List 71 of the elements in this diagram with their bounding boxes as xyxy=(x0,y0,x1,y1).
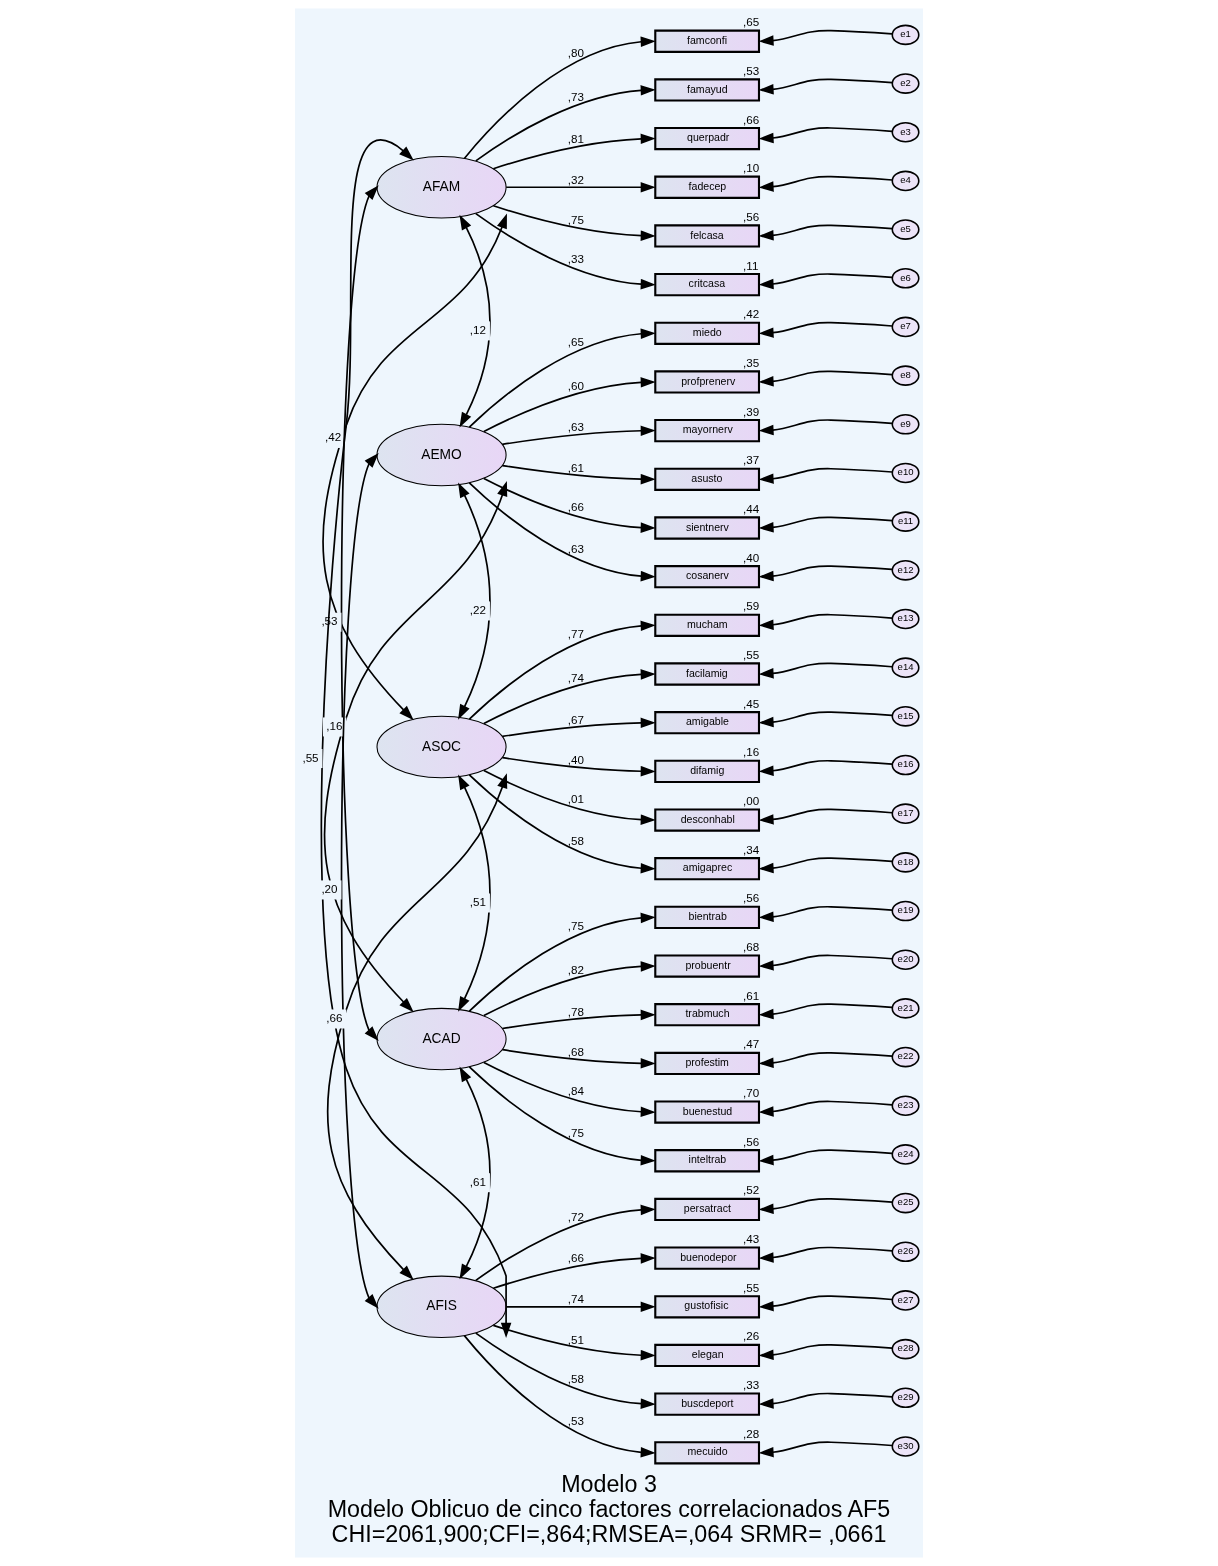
edge-label: ,53 xyxy=(567,1414,585,1428)
edge-label: ,73 xyxy=(567,90,585,104)
node-label: ,44 xyxy=(743,501,760,515)
node-label: ,59 xyxy=(743,599,760,613)
node-label: ,10 xyxy=(743,161,760,175)
edge-label: ,12 xyxy=(469,322,487,336)
node-label: ,65 xyxy=(743,15,760,29)
edge-label: ,20 xyxy=(321,881,338,895)
node-label: ,56 xyxy=(743,1134,760,1148)
edge-label: ,75 xyxy=(567,918,585,932)
edge-label: ,63 xyxy=(567,420,585,434)
edge-label: ,40 xyxy=(567,752,585,766)
node-label: ,47 xyxy=(743,1037,760,1051)
edge-label: ,16 xyxy=(326,718,343,732)
edge-label: ,61 xyxy=(469,1174,487,1188)
node-label: ,61 xyxy=(743,988,760,1002)
edge-label: ,01 xyxy=(567,791,585,805)
edge-label: ,75 xyxy=(567,213,585,227)
node-label: ,56 xyxy=(743,891,760,905)
edge-label: ,72 xyxy=(567,1209,585,1223)
node-label: ,66 xyxy=(743,112,760,126)
caption: Modelo Oblicuo de cinco factores correlacionados AF5 CHI=2061,900;CFI=,864;RMSEA=,064 SRMR= ,0661 xyxy=(327,1495,891,1548)
edge-label: ,55 xyxy=(302,750,319,764)
node-label: ,37 xyxy=(743,453,760,467)
edge-label: ,80 xyxy=(567,45,585,59)
edge-label: ,33 xyxy=(567,252,585,266)
edge-label: ,65 xyxy=(567,334,585,348)
edge-label: ,84 xyxy=(567,1083,585,1097)
node-label: ,42 xyxy=(743,307,760,321)
edge-label: ,61 xyxy=(567,460,585,474)
node-label: ,43 xyxy=(743,1232,760,1246)
node-label: ,11 xyxy=(743,258,759,272)
node-label: ,00 xyxy=(743,794,760,808)
edge-label: ,58 xyxy=(567,1371,585,1385)
node-label: ,55 xyxy=(743,647,760,661)
node-label: ,26 xyxy=(743,1329,760,1343)
node-label: ,28 xyxy=(743,1426,760,1440)
edge-label: ,42 xyxy=(324,430,342,444)
edge-label: ,58 xyxy=(567,834,585,848)
node-label: ,35 xyxy=(743,355,760,369)
node-label: ,45 xyxy=(743,696,760,710)
edge-label: ,75 xyxy=(567,1126,585,1140)
node-label: ,33 xyxy=(743,1378,760,1392)
edge-label: ,67 xyxy=(567,712,585,726)
node-label: ,40 xyxy=(743,550,760,564)
node-label: ,55 xyxy=(743,1280,760,1294)
edge-label: ,82 xyxy=(567,963,585,977)
edge-label: ,78 xyxy=(567,1004,585,1018)
node-label: ,70 xyxy=(743,1086,760,1100)
node-label: ,39 xyxy=(743,404,760,418)
node-label: ,16 xyxy=(743,745,760,759)
edge-label: ,51 xyxy=(469,894,487,908)
node-label: ,56 xyxy=(743,209,760,223)
edge-label: ,81 xyxy=(567,131,585,145)
node-label: ,68 xyxy=(743,940,760,954)
edge-label: ,74 xyxy=(567,671,585,685)
node-label: ,34 xyxy=(743,842,760,856)
edge-label: ,66 xyxy=(326,1010,343,1024)
edge-label: ,77 xyxy=(567,626,585,640)
edge-label: ,60 xyxy=(567,379,585,393)
node-label: ,52 xyxy=(743,1183,760,1197)
edge-label: ,66 xyxy=(567,1251,585,1265)
edge-label: ,22 xyxy=(469,602,487,616)
node-label: ,53 xyxy=(743,63,760,77)
edge-label: ,32 xyxy=(567,172,585,186)
edge-label: ,63 xyxy=(567,542,585,556)
edge-label: ,68 xyxy=(567,1044,585,1058)
edge-label: ,74 xyxy=(567,1292,585,1306)
diagram-title: Modelo 3 xyxy=(561,1470,657,1497)
edge-label: ,51 xyxy=(567,1332,585,1346)
edge-label: ,66 xyxy=(567,499,585,513)
